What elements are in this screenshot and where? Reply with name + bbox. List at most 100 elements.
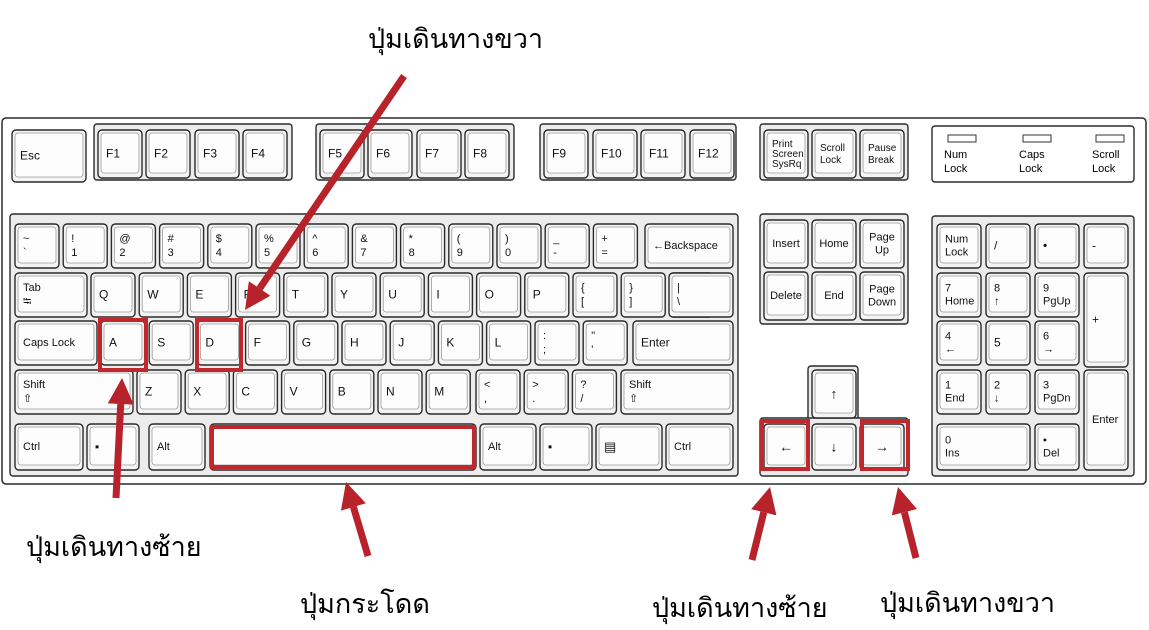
key-f[interactable]: F [244, 320, 291, 366]
key-num-6[interactable]: ^6 [303, 223, 349, 269]
key-punct-1[interactable]: >. [523, 369, 569, 415]
key-e[interactable]: E [186, 272, 233, 318]
key-num-11[interactable]: _- [544, 223, 590, 269]
key-l[interactable]: L [485, 320, 532, 366]
key-j[interactable]: J [389, 320, 435, 366]
key-semi-0[interactable]: :; [534, 320, 580, 366]
key-num-7[interactable]: &7 [351, 223, 398, 269]
key-home[interactable]: Home [811, 219, 857, 269]
key-v[interactable]: V [280, 369, 327, 415]
key-w[interactable]: W [138, 272, 184, 318]
key-f2[interactable]: F2 [145, 129, 191, 179]
key-f4[interactable]: F4 [242, 129, 288, 179]
key-end[interactable]: End [811, 271, 857, 321]
key-b[interactable]: B [329, 369, 375, 415]
key-num-6[interactable]: 6→ [1034, 320, 1080, 366]
key-windows-left[interactable]: ▪ [86, 423, 140, 471]
key-f9[interactable]: F9 [543, 129, 589, 179]
key-f5[interactable]: F5 [319, 129, 365, 179]
key-num-2[interactable]: @2 [110, 223, 157, 269]
key-alt-left[interactable]: Alt [148, 423, 206, 471]
key-num-star[interactable]: • [1034, 223, 1080, 269]
key-f10[interactable]: F10 [592, 129, 638, 179]
key-c[interactable]: C [232, 369, 279, 415]
key-ctrl-right[interactable]: Ctrl [665, 423, 734, 471]
key-t[interactable]: T [283, 272, 329, 318]
key-tab[interactable]: Tab⭾ [14, 272, 88, 318]
key-num-12[interactable]: += [592, 223, 639, 269]
key-z[interactable]: Z [136, 369, 182, 415]
key-shift-left[interactable]: Shift⇧ [14, 369, 134, 415]
key-arrow-down[interactable]: ↓ [811, 423, 857, 471]
key-num-5[interactable]: 5 [985, 320, 1031, 366]
key-num-8[interactable]: 8↑ [985, 272, 1031, 318]
key-arrow-left[interactable]: ← [763, 423, 809, 471]
key-h[interactable]: H [341, 320, 387, 366]
key-num-0[interactable]: ~` [14, 223, 60, 269]
key-i[interactable]: I [427, 272, 474, 318]
key-f6[interactable]: F6 [367, 129, 413, 179]
key-o[interactable]: O [475, 272, 522, 318]
key-bracket-1[interactable]: }] [620, 272, 666, 318]
key-punct-0[interactable]: <, [475, 369, 521, 415]
key-f12[interactable]: F12 [689, 129, 735, 179]
key-num-minus[interactable]: - [1083, 223, 1129, 269]
key-punct-2[interactable]: ?/ [571, 369, 618, 415]
key-delete[interactable]: Delete [763, 271, 809, 321]
key-num-9[interactable]: (9 [448, 223, 494, 269]
key-num-slash[interactable]: / [985, 223, 1031, 269]
key-backspace[interactable]: ←Backspace [644, 223, 734, 269]
key-num-8[interactable]: *8 [399, 223, 446, 269]
key-x[interactable]: X [184, 369, 230, 415]
key-f11[interactable]: F11 [640, 129, 686, 179]
key-esc[interactable]: Esc [11, 129, 87, 183]
key-num-1[interactable]: !1 [62, 223, 108, 269]
key-arrow-right[interactable]: → [859, 423, 905, 471]
key-bracket-0[interactable]: {[ [572, 272, 618, 318]
key-shift-right[interactable]: Shift⇧ [620, 369, 734, 415]
key-num-enter[interactable]: Enter [1083, 369, 1129, 471]
key-backslash[interactable]: |\ [668, 272, 734, 318]
key-f8[interactable]: F8 [464, 129, 510, 179]
key-y[interactable]: Y [331, 272, 377, 318]
key-num-5[interactable]: %5 [255, 223, 301, 269]
key-a[interactable]: A [100, 320, 146, 366]
key-num-plus[interactable]: + [1083, 272, 1129, 368]
key-f3[interactable]: F3 [194, 129, 240, 179]
key-menu[interactable]: ▤ [595, 423, 663, 471]
key-semi-1[interactable]: "' [582, 320, 628, 366]
key-s[interactable]: S [148, 320, 194, 366]
key-p[interactable]: P [524, 272, 570, 318]
key-u[interactable]: U [379, 272, 425, 318]
key-num-4[interactable]: 4← [936, 320, 982, 366]
key-ctrl-left[interactable]: Ctrl [14, 423, 84, 471]
key-k[interactable]: K [437, 320, 484, 366]
key-num-2[interactable]: 2↓ [985, 369, 1031, 415]
key-num-3[interactable]: #3 [158, 223, 205, 269]
key-arrow-up[interactable]: ↑ [811, 369, 857, 419]
key-alt-right[interactable]: Alt [479, 423, 537, 471]
key-q[interactable]: Q [90, 272, 136, 318]
key-num-4[interactable]: $4 [207, 223, 253, 269]
key-caps-lock[interactable]: Caps Lock [14, 320, 98, 366]
key-num-dot[interactable]: •Del [1034, 423, 1080, 471]
key-windows-right[interactable]: ▪ [539, 423, 593, 471]
key-m[interactable]: M [425, 369, 471, 415]
key-g[interactable]: G [293, 320, 339, 366]
key-f1[interactable]: F1 [97, 129, 143, 179]
key-insert[interactable]: Insert [763, 219, 809, 269]
key-d[interactable]: D [196, 320, 243, 366]
key-enter[interactable]: Enter [632, 320, 734, 366]
key-f7[interactable]: F7 [416, 129, 462, 179]
